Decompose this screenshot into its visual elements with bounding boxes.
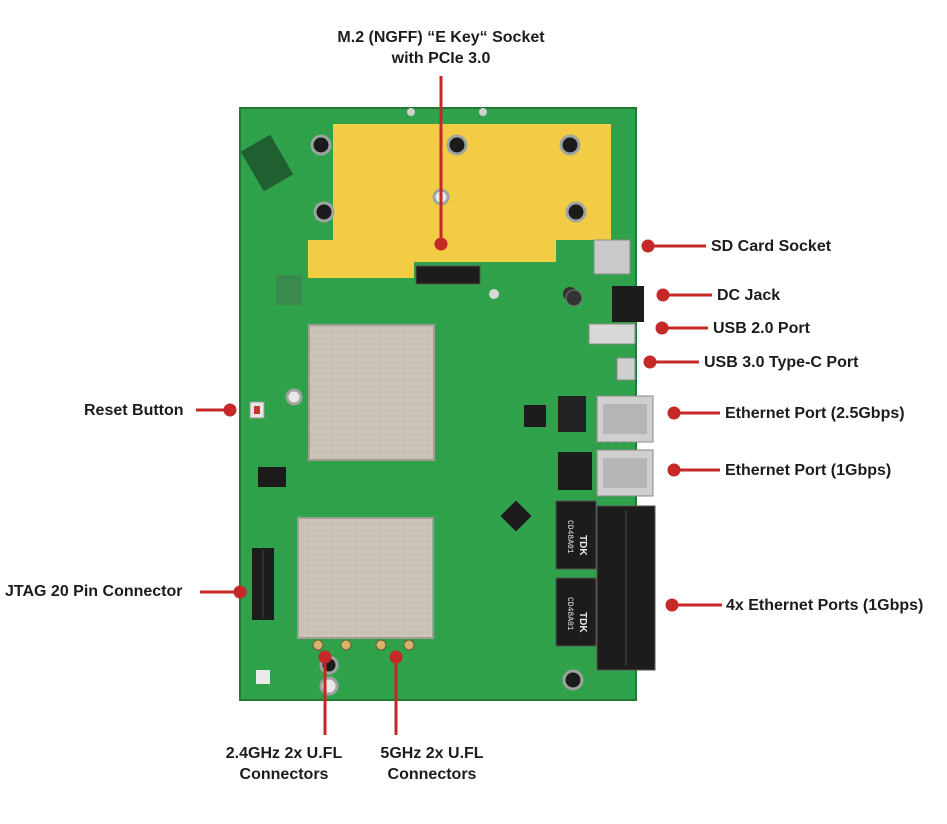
magnetics-code-2: CD48A01 [565,597,574,631]
magnetics-1: TDK CD48A01 [555,500,597,570]
m2-socket [415,265,481,285]
label-m2: M.2 (NGFF) “E Key“ Socket with PCIe 3.0 [320,27,562,69]
callout-eth-25g [667,406,720,420]
callout-reset [196,403,237,417]
top-left-components [240,134,302,305]
usb3-port-part [616,357,636,381]
label-dc-jack: DC Jack [717,287,781,304]
magnetics-brand-2: TDK [577,612,588,633]
callout-ufl-24 [318,650,332,735]
label-reset: Reset Button [84,402,184,419]
callout-ufl-5 [389,650,403,735]
callout-eth-1g [667,463,720,477]
label-eth-4x: 4x Ethernet Ports (1Gbps) [726,597,924,614]
label-ufl-24: 2.4GHz 2x U.FL Connectors [205,743,363,785]
qr-code [256,670,270,684]
label-usb3: USB 3.0 Type-C Port [704,354,859,371]
label-ufl-24-line2: Connectors [239,766,329,783]
callout-usb3 [643,355,699,369]
callout-eth-4x [665,598,722,612]
jtag-header [252,548,274,620]
label-ufl-5-line1: 5GHz 2x U.FL [380,745,484,762]
keepout-area [308,124,611,278]
label-jtag: JTAG 20 Pin Connector [5,583,183,600]
dc-jack-part [612,286,644,322]
label-ufl-5-line2: Connectors [387,766,477,783]
label-usb2: USB 2.0 Port [713,320,810,337]
shield-soc [308,324,435,461]
label-ufl-5: 5GHz 2x U.FL Connectors [362,743,502,785]
label-m2-line1: M.2 (NGFF) “E Key“ Socket [337,29,545,46]
callout-jtag [200,585,247,599]
magnetics-code-1: CD48A01 [565,520,574,554]
callout-sd [641,239,706,253]
label-ufl-24-line1: 2.4GHz 2x U.FL [225,745,343,762]
usb2-port-part [588,323,636,345]
ufl-connectors [312,639,415,651]
label-sd-card: SD Card Socket [711,238,832,255]
label-eth-25g: Ethernet Port (2.5Gbps) [725,405,905,422]
sd-socket [593,239,631,275]
callout-dc [656,288,712,302]
label-m2-line2: with PCIe 3.0 [391,50,491,67]
shield-radio [297,517,434,639]
magnetics-brand-1: TDK [577,535,588,556]
ethernet-ports [558,395,656,671]
callout-usb2 [655,321,708,335]
callout-m2 [434,76,448,251]
label-eth-1g: Ethernet Port (1Gbps) [725,462,892,479]
magnetics-2: TDK CD48A01 [555,577,597,647]
